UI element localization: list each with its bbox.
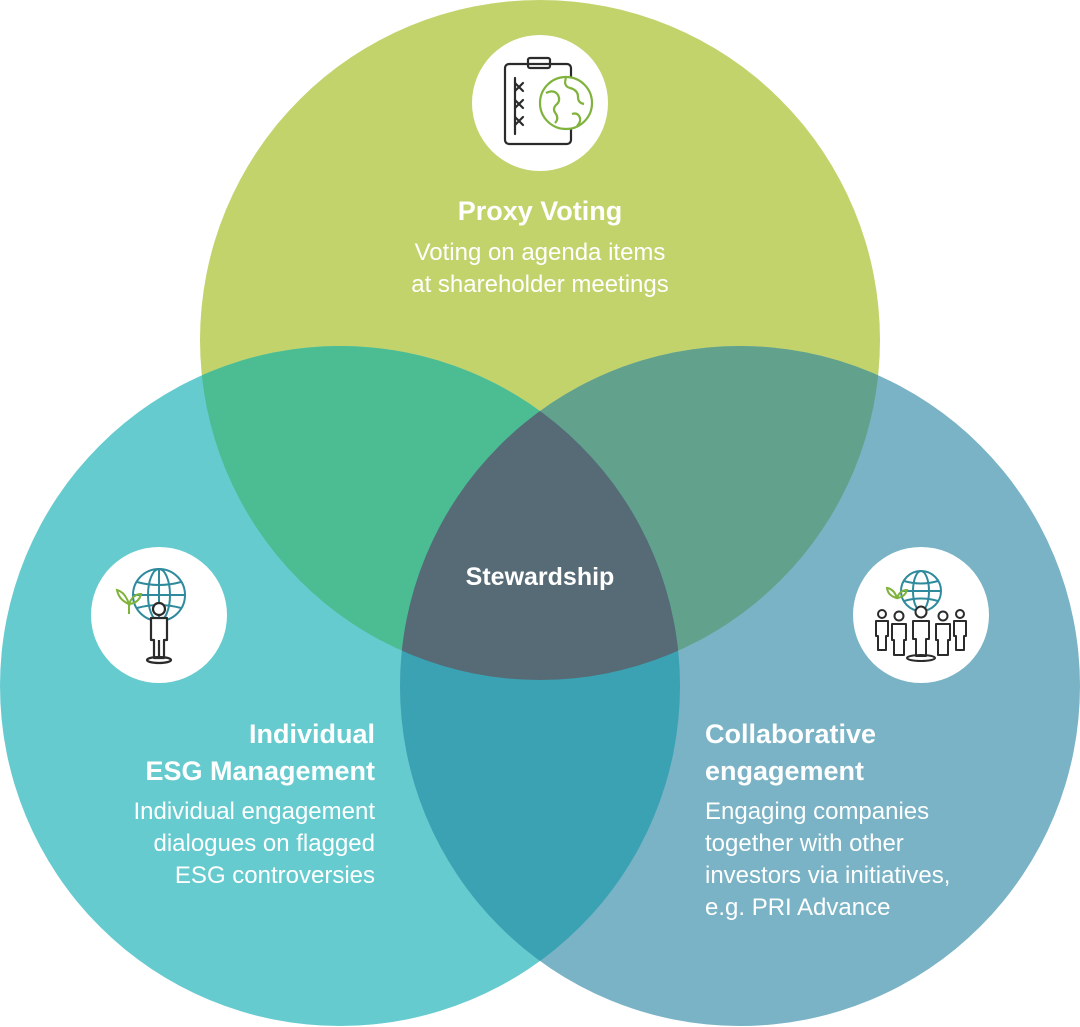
group-globe-icon bbox=[853, 547, 989, 683]
collaborative-title: Collaborative engagement bbox=[705, 719, 877, 786]
ballot-globe-icon bbox=[472, 35, 608, 171]
individual-esg-description: Individual engagement dialogues on flagg… bbox=[133, 798, 375, 889]
proxy-voting-description: Voting on agenda items at shareholder me… bbox=[411, 239, 669, 298]
person-globe-icon bbox=[91, 547, 227, 683]
stewardship-center-overlap bbox=[400, 346, 680, 680]
individual-esg-title: Individual ESG Management bbox=[145, 719, 375, 786]
proxy-voting-title: Proxy Voting bbox=[457, 196, 623, 226]
stewardship-label: Stewardship bbox=[465, 563, 615, 591]
collaborative-description: Engaging companies together with other i… bbox=[705, 798, 951, 921]
